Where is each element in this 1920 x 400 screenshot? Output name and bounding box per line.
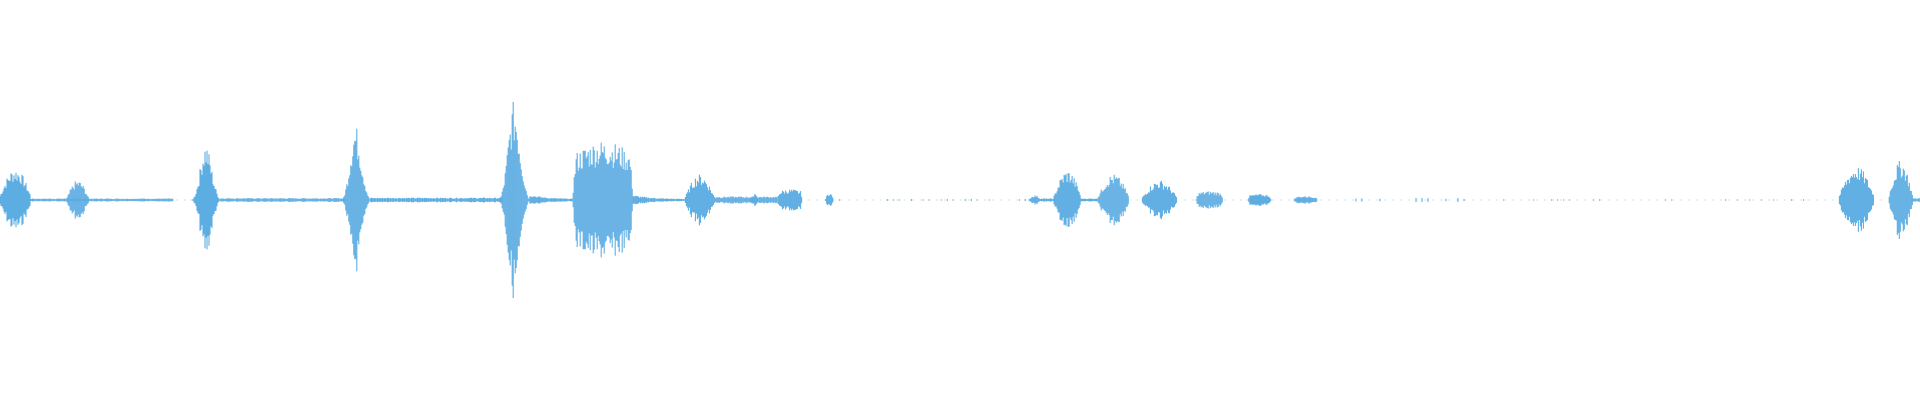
waveform-burst: [1503, 199, 1805, 201]
waveform-burst: [1097, 174, 1129, 226]
waveform-burst: [1195, 191, 1223, 209]
waveform-burst: [571, 142, 634, 258]
waveform-burst: [1053, 173, 1081, 227]
waveform-burst: [832, 199, 1026, 201]
waveform-burst: [684, 174, 714, 226]
waveform-burst: [1911, 198, 1920, 202]
waveform-burst: [825, 194, 834, 206]
waveform-burst: [633, 195, 688, 205]
waveform-burst: [370, 197, 504, 203]
waveform-burst: [777, 189, 803, 211]
waveform-burst: [1888, 161, 1913, 239]
waveform-burst: [529, 196, 573, 204]
waveform-burst: [1141, 180, 1177, 220]
waveform-burst: [341, 128, 371, 272]
waveform-burst: [1080, 198, 1099, 202]
waveform-burst: [66, 181, 89, 219]
waveform-burst: [1040, 198, 1055, 202]
waveform-burst: [220, 198, 346, 202]
waveform-burst: [1028, 195, 1041, 205]
waveform-bursts: [0, 101, 1920, 299]
waveform-burst: [30, 198, 174, 202]
waveform-burst: [713, 196, 778, 204]
waveform-burst: [0, 172, 31, 228]
waveform-burst: [498, 101, 530, 299]
waveform-burst: [1838, 168, 1874, 232]
waveform-burst: [750, 194, 759, 206]
waveform-burst: [191, 150, 221, 250]
waveform-burst: [1355, 198, 1465, 202]
waveform-burst: [1293, 196, 1318, 204]
waveform-burst: [1247, 194, 1272, 206]
